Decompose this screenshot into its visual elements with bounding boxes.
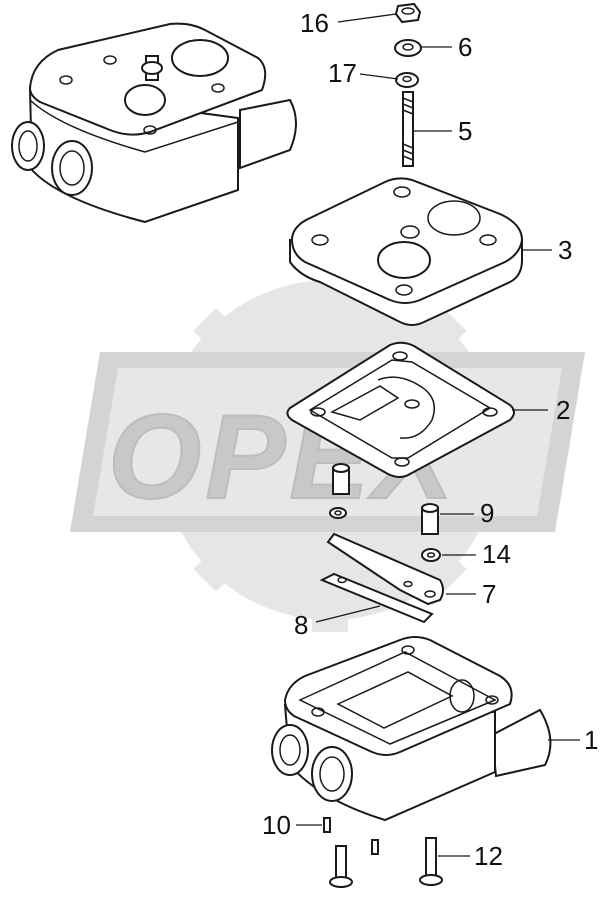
callout-9: 9: [480, 498, 494, 528]
callout-10: 10: [262, 810, 291, 840]
part-16-nut: [394, 2, 422, 24]
small-washer-left: [329, 507, 347, 519]
callout-7: 7: [482, 579, 496, 609]
callout-5: 5: [458, 116, 472, 146]
part-8-valve-leaf: [319, 572, 434, 624]
callout-8: 8: [294, 610, 308, 640]
callout-2: 2: [556, 395, 570, 425]
part-6-washer: [394, 39, 422, 57]
part-1-head-body: [271, 636, 552, 822]
leader-lines: [296, 13, 580, 857]
part-12-bolt-right: [419, 837, 443, 886]
part-5-stud: [402, 91, 414, 167]
assembled-cylinder-head: [11, 22, 297, 224]
part-3-cover-plate: [289, 177, 524, 326]
part-7-valve-plate: [326, 532, 444, 606]
part-17-seal-washer: [395, 72, 419, 88]
callout-3: 3: [558, 235, 572, 265]
callout-14: 14: [482, 539, 511, 569]
part-14-washer: [421, 548, 441, 562]
part-9-sleeve-left: [332, 463, 350, 495]
callout-17: 17: [328, 58, 357, 88]
callout-6: 6: [458, 32, 472, 62]
part-2-gasket: [286, 341, 515, 478]
part-10-pin-2: [371, 839, 379, 855]
part-10-pin: [323, 817, 331, 833]
callout-12: 12: [474, 841, 503, 871]
part-9-sleeve-right: [421, 503, 439, 535]
callout-labels: 16 6 17 5 3 2 9 14 7 8 1 10 12: [262, 8, 598, 871]
callout-1: 1: [584, 725, 598, 755]
part-12-bolt-left: [329, 845, 353, 888]
callout-16: 16: [300, 8, 329, 38]
